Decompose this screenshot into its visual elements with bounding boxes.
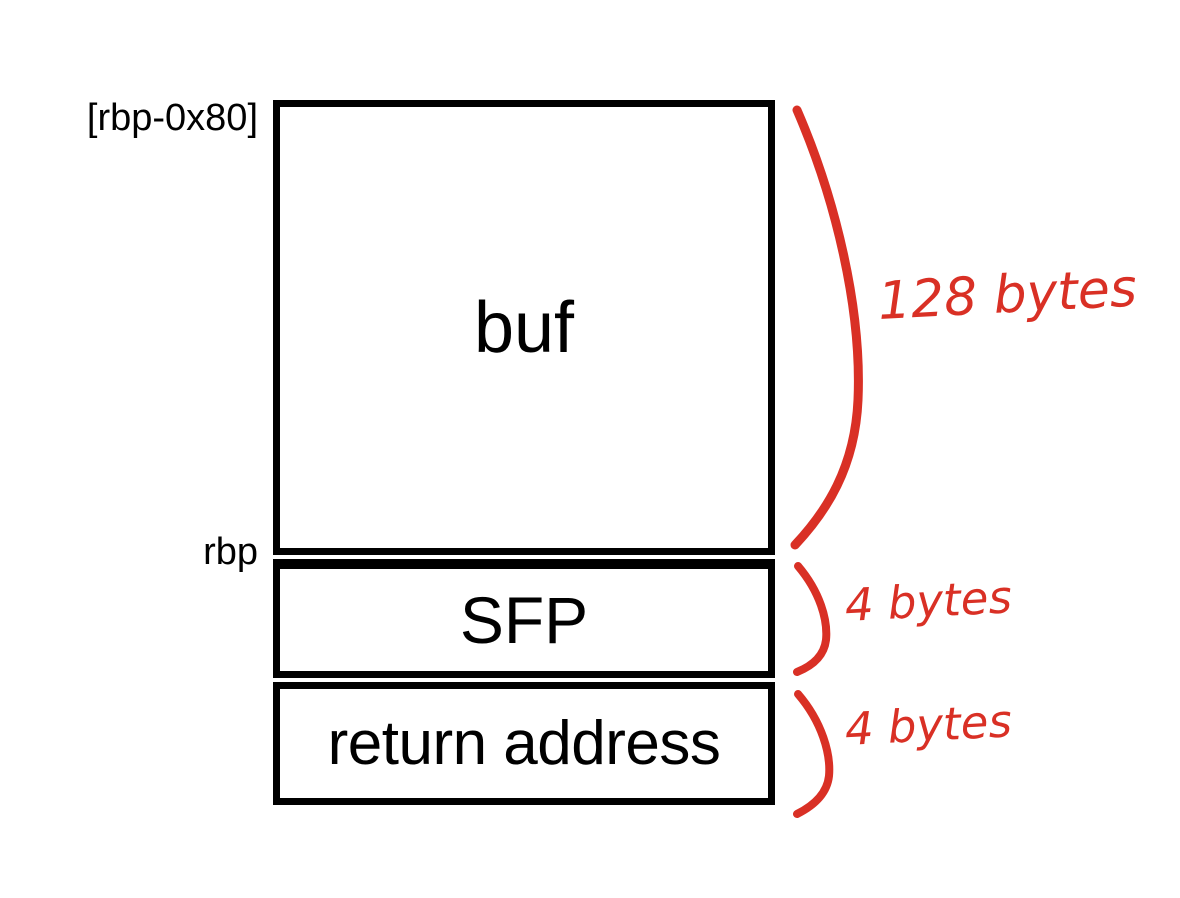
stack-slot-sfp: SFP [273,559,775,678]
size-annotation-buf: 128 bytes [876,258,1139,332]
stack-slot-return-address-label: return address [327,708,721,778]
stack-slot-buf-label: buf [473,287,575,368]
brace-return-address-icon [793,690,834,818]
size-annotation-sfp: 4 bytes [843,570,1014,632]
address-label-rbp: rbp [203,531,258,573]
brace-buf-icon [790,105,863,550]
stack-slot-return-address: return address [273,682,775,805]
brace-sfp-icon [793,562,831,676]
stack-slot-buf: buf [273,100,775,555]
address-label-rbp-minus-0x80: [rbp-0x80] [86,97,258,139]
stack-slot-sfp-label: SFP [459,583,589,657]
size-annotation-return-address: 4 bytes [843,694,1014,756]
